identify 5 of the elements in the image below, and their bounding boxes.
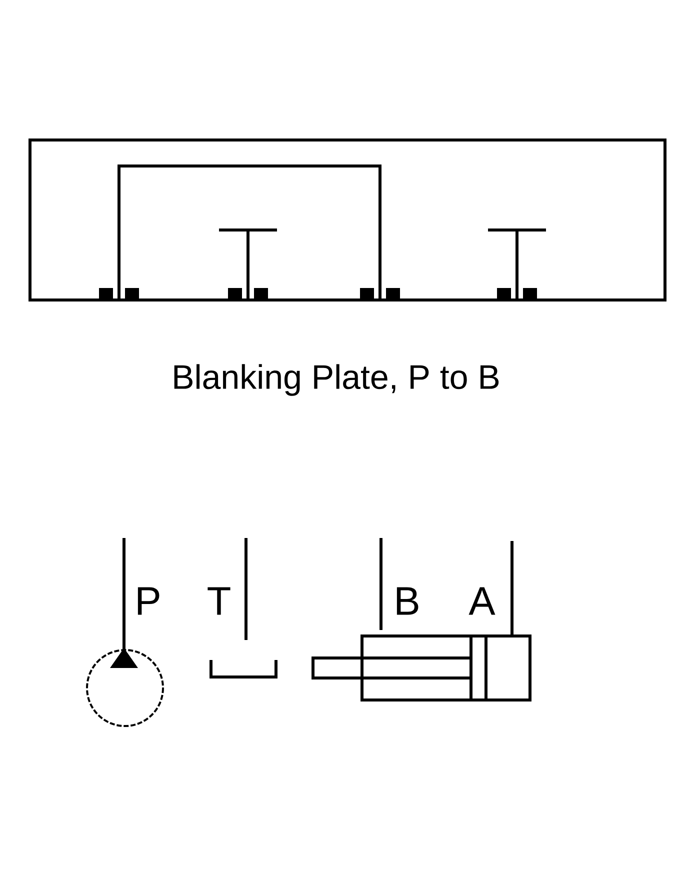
port-label: B [396,587,418,615]
port-label: A [468,587,496,615]
caption: Blanking Plate, P to B [174,364,499,396]
port-label: T [208,587,230,615]
port-label: P [138,587,160,615]
